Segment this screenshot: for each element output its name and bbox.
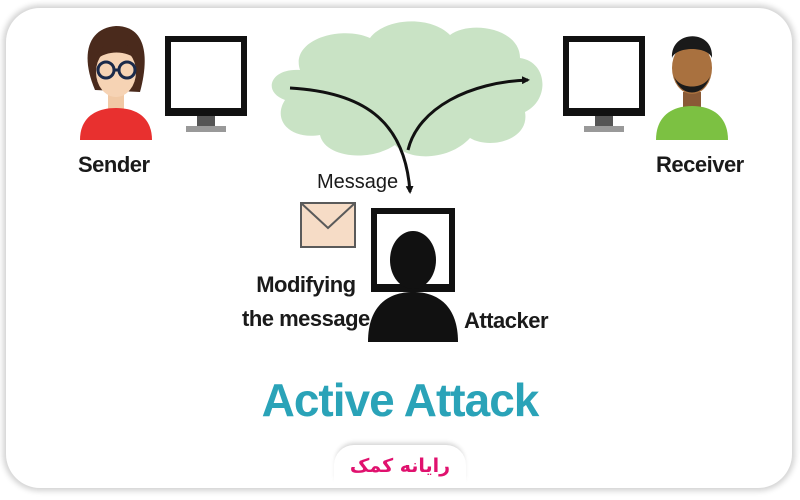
network-cloud-icon: [271, 21, 543, 157]
modify-line-2: the message: [242, 306, 370, 331]
diagram-title: Active Attack: [261, 374, 540, 426]
message-arrows: [289, 76, 530, 194]
attacker-label: Attacker: [464, 308, 549, 333]
message-label: Message: [317, 171, 399, 193]
modifying-message-label: Modifying the message: [242, 268, 370, 336]
sender-person-icon: [80, 26, 152, 140]
sender-monitor-icon: [165, 36, 247, 132]
logo-tab: [334, 445, 466, 485]
attacker-silhouette-icon: [368, 231, 458, 342]
envelope-icon: [300, 202, 356, 248]
receiver-label: Receiver: [656, 152, 744, 177]
receiver-monitor-icon: [563, 36, 645, 132]
brand-logo: رایانه کمک: [349, 455, 451, 477]
modify-line-1: Modifying: [256, 272, 356, 297]
receiver-person-icon: [656, 36, 728, 140]
sender-label: Sender: [78, 152, 150, 177]
